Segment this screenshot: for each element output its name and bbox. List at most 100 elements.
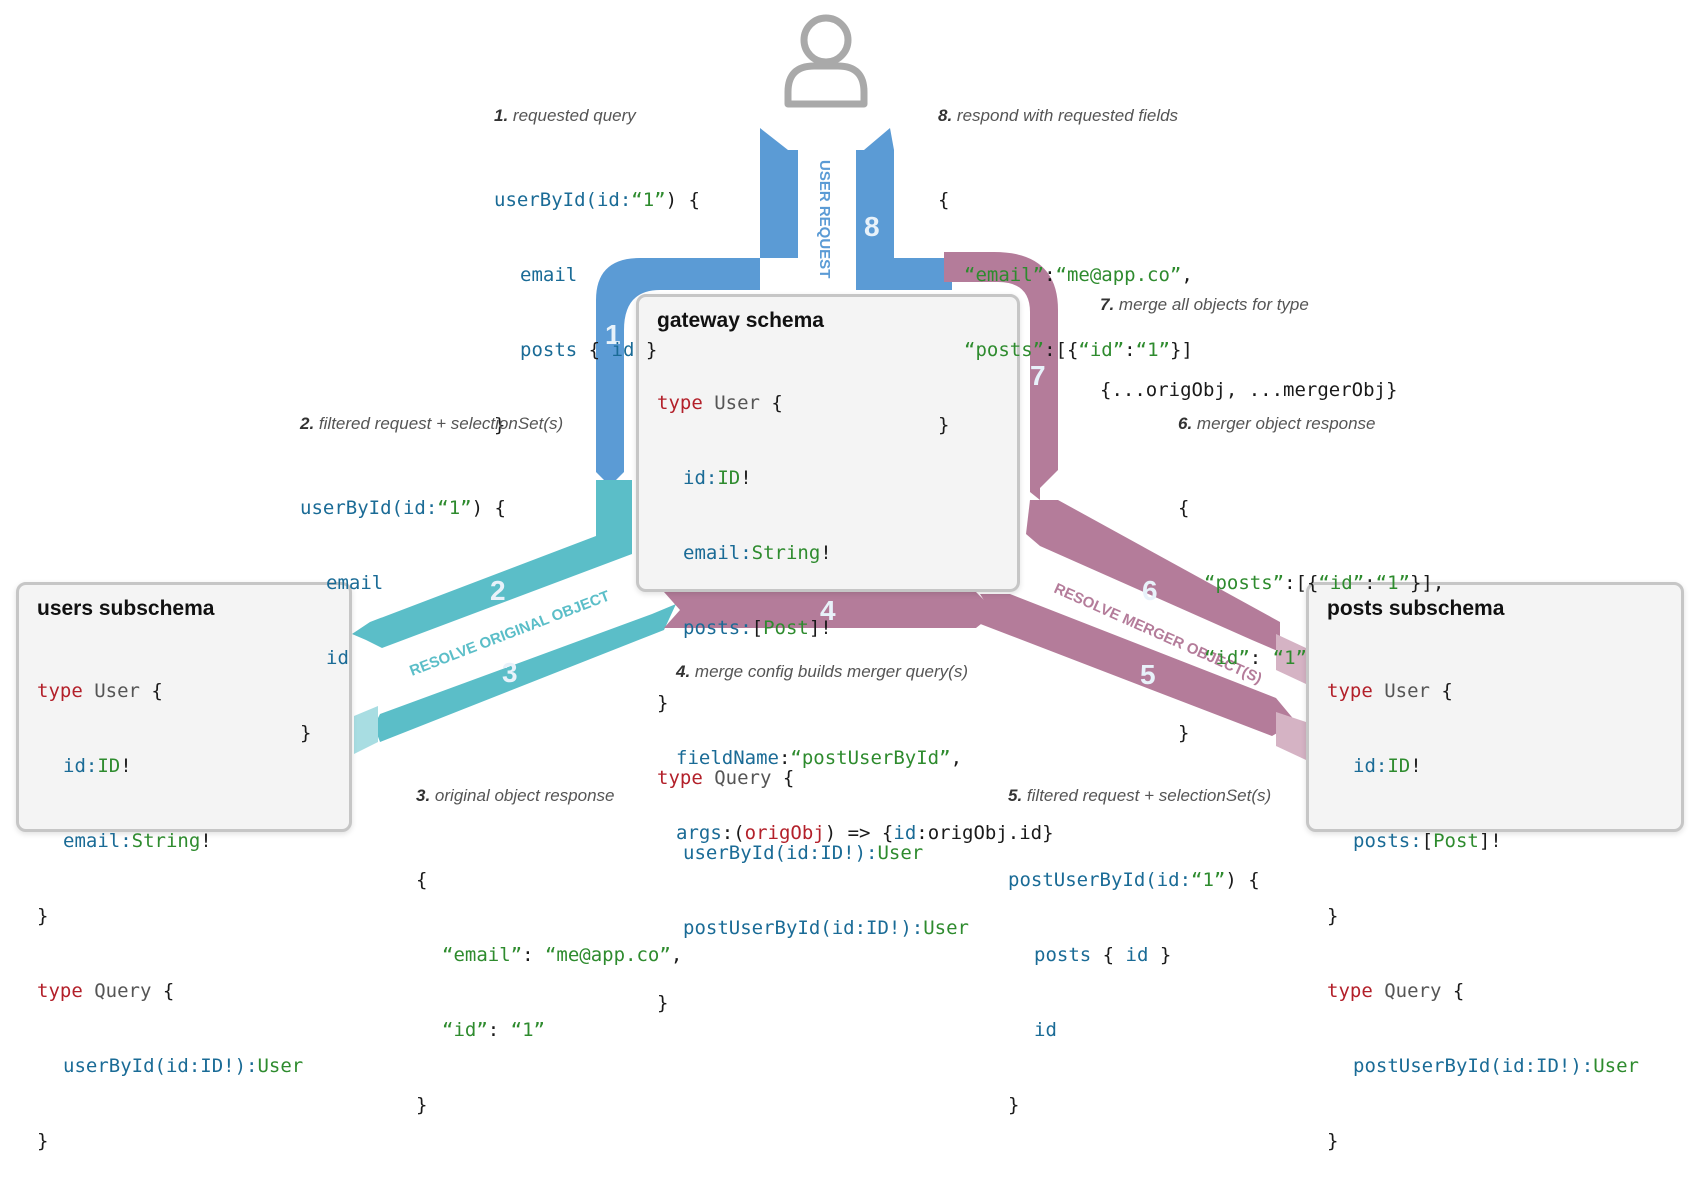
query-args: (id:ID!): (820, 917, 924, 939)
bang: ! (820, 542, 832, 564)
arrow-step-2 (352, 480, 632, 648)
annotation-7-caption: 7. merge all objects for type (1100, 295, 1309, 315)
caption-text: merge all objects for type (1118, 295, 1309, 314)
caption-text: requested query (512, 106, 636, 125)
step-label: 1. (494, 106, 509, 125)
brace: } (657, 692, 669, 714)
caption-text: filtered request + selectionSet(s) (1026, 786, 1272, 805)
arrow-step-3 (374, 604, 676, 742)
code-field: posts (1034, 944, 1092, 966)
annotation-8-code: { “email”:“me@app.co”, “posts”:[{“id”:“1… (938, 138, 1193, 463)
field-id: id: (683, 467, 718, 489)
query-post-user-by-id: postUserById (683, 917, 821, 939)
step-label: 8. (938, 106, 953, 125)
bracket: [ (751, 617, 764, 639)
query-return: User (257, 1055, 304, 1077)
user-request-label: USER REQUEST (816, 160, 833, 278)
code-field: args (676, 822, 722, 844)
bang: ! (120, 755, 132, 777)
code-fragment: } (634, 339, 658, 361)
step-number-8: 8 (864, 211, 880, 242)
annotation-1-caption: 1. requested query (494, 106, 636, 126)
step-number-2: 2 (490, 575, 506, 606)
code-string: “1” (1191, 869, 1226, 891)
arrow-step-1 (596, 128, 798, 486)
annotation-7-code: {...origObj, ...mergerObj} (1100, 328, 1397, 428)
type-name: User (714, 392, 760, 414)
field-type: ID (1387, 755, 1411, 777)
step-label: 5. (1008, 786, 1023, 805)
user-icon (784, 14, 868, 108)
field-id: id: (63, 755, 98, 777)
code-fragment: : (1124, 339, 1136, 361)
brace: { (1441, 980, 1465, 1002)
code-string: “email” (964, 264, 1045, 286)
annotation-5-caption: 5. filtered request + selectionSet(s) (1008, 786, 1271, 806)
code-string: “posts” (1204, 572, 1285, 594)
code-fragment: :origObj.id} (916, 822, 1054, 844)
code-string: “1” (437, 497, 472, 519)
code-fragment: { (938, 189, 950, 211)
arrow-step-6 (1026, 500, 1280, 652)
step-number-1: 1 (605, 319, 621, 350)
caption-text: original object response (434, 786, 615, 805)
brace: } (1327, 905, 1339, 927)
bracket: ]! (1478, 830, 1502, 852)
caption-text: filtered request + selectionSet(s) (318, 414, 564, 433)
arrow-step-8 (856, 128, 952, 290)
step-number-5: 5 (1140, 659, 1156, 690)
code-string: “1” (1272, 647, 1307, 669)
code-fragment: } (1178, 722, 1190, 744)
annotation-3-caption: 3. original object response (416, 786, 614, 806)
code-field: posts (520, 339, 578, 361)
bracket: ]! (808, 617, 832, 639)
query-user-by-id: userById (63, 1055, 155, 1077)
code-string: “1” (510, 1019, 545, 1041)
annotation-2-code: userById(id:“1”) { email id } (300, 446, 506, 771)
code-string: “email” (442, 944, 523, 966)
bang: ! (740, 467, 752, 489)
code-fragment: userById(id: (300, 497, 438, 519)
code-string: “posts” (964, 339, 1045, 361)
code-string: “postUserById” (790, 747, 951, 769)
code-string: “1” (631, 189, 666, 211)
step-label: 2. (300, 414, 315, 433)
bang: ! (1410, 755, 1422, 777)
code-fragment: , (950, 747, 963, 769)
annotation-5-code: postUserById(id:“1”) { posts { id } id } (1008, 818, 1260, 1143)
gateway-schema-box: gateway schema type User { id:ID! email:… (636, 294, 1020, 1014)
code-fragment: } (416, 1094, 428, 1116)
field-type: Post (763, 617, 809, 639)
query-post-user-by-id: postUserById (1353, 1055, 1491, 1077)
brace: } (37, 1130, 49, 1152)
arrow-step-7 (944, 252, 1058, 500)
code-fragment: }], (1409, 572, 1445, 594)
field-type: String (131, 830, 201, 852)
annotation-8-caption: 8. respond with requested fields (938, 106, 1178, 126)
code-field: id (326, 647, 349, 669)
query-args: (id:ID!): (154, 1055, 258, 1077)
step-number-3: 3 (502, 657, 518, 688)
type-name: Query (1384, 980, 1442, 1002)
step-label: 7. (1100, 295, 1115, 314)
type-name: User (94, 680, 140, 702)
code-fragment: { (1091, 944, 1126, 966)
code-fragment: ) { (665, 189, 700, 211)
code-fragment: , (1181, 264, 1193, 286)
step-label: 3. (416, 786, 431, 805)
field-email: email: (683, 542, 752, 564)
field-id: id: (1353, 755, 1388, 777)
kw-type: type (1327, 680, 1373, 702)
brace: } (1327, 1130, 1339, 1152)
code-fragment: { (416, 869, 428, 891)
code-fragment: } (494, 414, 506, 436)
query-return: User (1593, 1055, 1639, 1077)
bang: ! (200, 830, 212, 852)
code-fragment: : (1044, 264, 1056, 286)
field-type: Post (1433, 830, 1479, 852)
annotation-1-code: userById(id:“1”) { email posts { id } } (494, 138, 700, 463)
kw-type: type (37, 680, 83, 702)
query-args: (id:ID!): (1490, 1055, 1594, 1077)
caption-text: respond with requested fields (956, 106, 1179, 125)
bracket: [ (1421, 830, 1434, 852)
